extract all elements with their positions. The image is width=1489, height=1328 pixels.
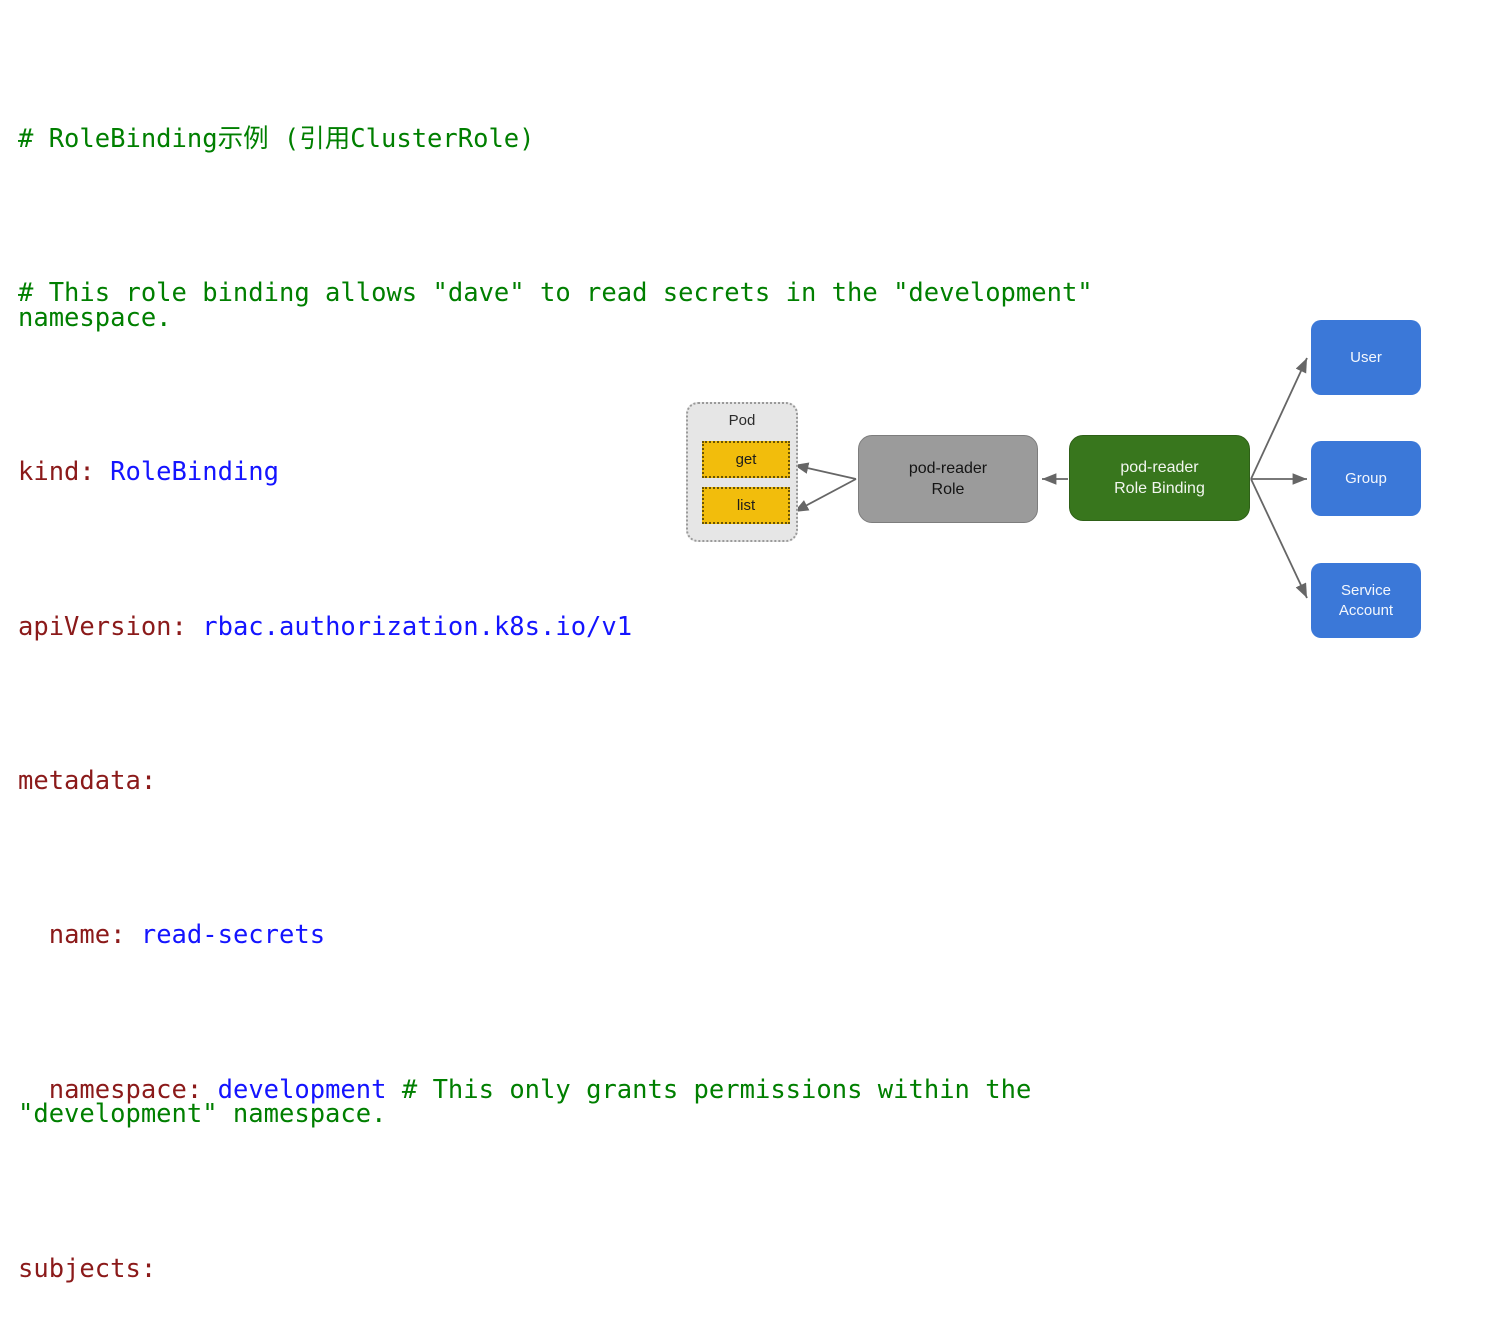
subject-user-label: User [1350,348,1382,366]
code-comment-namespace: # This only grants permissions within th… [401,1074,1032,1105]
code-line-metadata: metadata: [18,762,1258,801]
code-comment-head: # This role binding allows "dave" to rea… [18,278,1093,309]
subject-group-label: Group [1345,469,1387,487]
code-key-name: name: [48,920,126,951]
arrow-rolebinding-to-user [1250,357,1308,480]
code-value-apiversion: rbac.authorization.k8s.io/v1 [202,611,633,642]
pod-verb-get[interactable]: get [702,441,790,478]
pod-reader-rolebinding-line2: Role Binding [1114,480,1205,497]
code-line-metadata-namespace: namespace: development # This only grant… [18,1071,1258,1134]
code-line-subjects: subjects: [18,1250,1258,1289]
code-key-metadata: metadata: [18,765,157,796]
pod-reader-rolebinding-line1: pod-reader [1120,459,1199,476]
subject-group-node[interactable]: Group [1311,441,1421,516]
code-comment-tail: namespace. [18,302,172,333]
code-line-metadata-name: name: read-secrets [18,916,1258,955]
subject-user-node[interactable]: User [1311,320,1421,395]
code-line-apiversion: apiVersion: rbac.authorization.k8s.io/v1 [18,608,1258,647]
code-line-comment-description: # This role binding allows "dave" to rea… [18,274,1258,337]
pod-reader-role-line1: pod-reader [908,460,988,477]
subject-service-account-label: Service Account [1338,581,1394,619]
code-key-subjects: subjects: [18,1253,157,1284]
screenshot-root: # RoleBinding示例 (引用ClusterRole) # This r… [18,124,1421,1284]
yaml-code-block: # RoleBinding示例 (引用ClusterRole) # This r… [18,4,1258,1328]
pod-node-label: Pod [728,412,756,429]
pod-reader-role-line2: Role [931,481,965,498]
code-key-apiversion: apiVersion: [18,611,187,642]
code-value-kind: RoleBinding [110,457,280,488]
code-key-kind: kind: [18,457,95,488]
pod-verb-list[interactable]: list [702,487,790,524]
code-value-name: read-secrets [140,920,326,951]
code-line-comment-title: # RoleBinding示例 (引用ClusterRole) [18,123,535,154]
pod-node[interactable]: Pod get list [686,402,798,542]
code-line-kind: kind: RoleBinding [18,453,1258,492]
subject-service-account-node[interactable]: Service Account [1311,563,1421,638]
arrow-rolebinding-to-service-account [1250,478,1308,599]
